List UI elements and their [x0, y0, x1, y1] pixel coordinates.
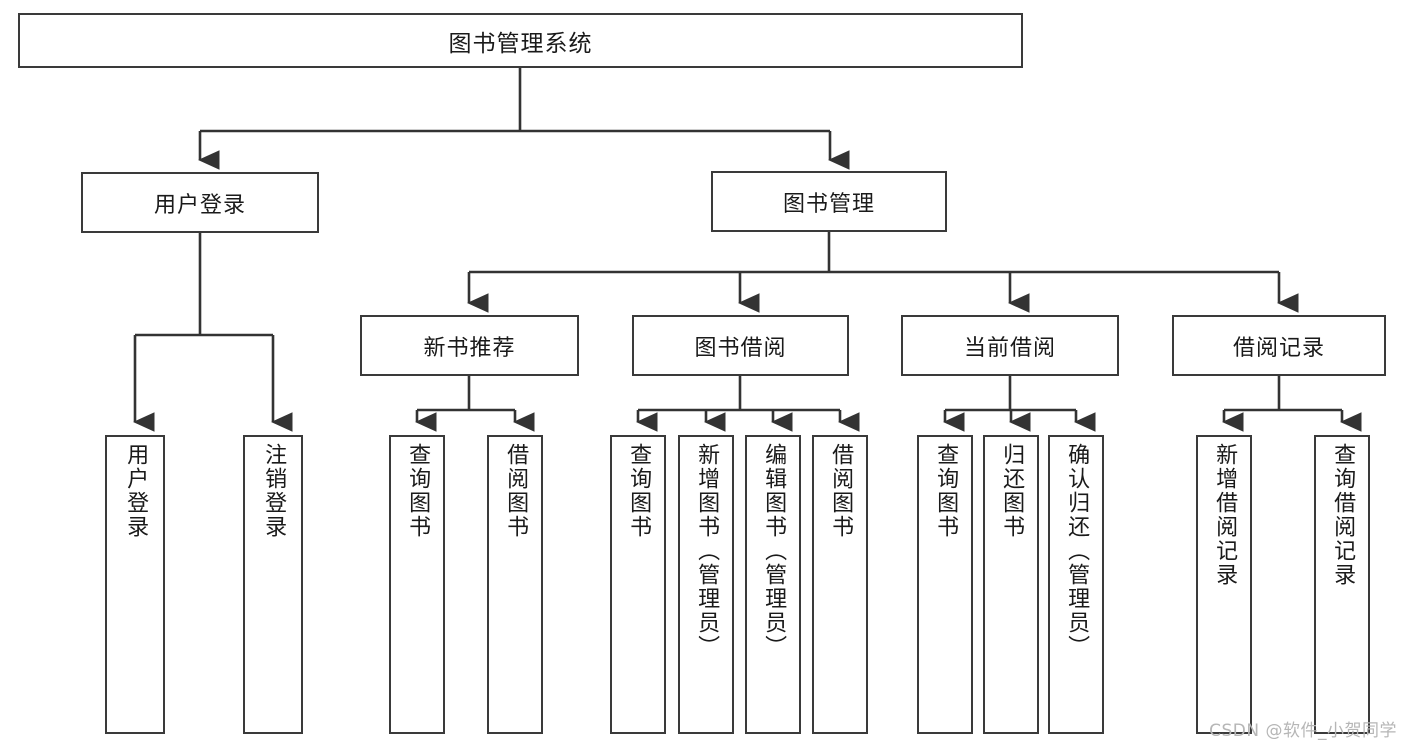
node-new-book-recommend[interactable]: 新书推荐: [360, 315, 579, 376]
leaf-add-borrow-record[interactable]: 新增借阅记录: [1196, 435, 1252, 734]
node-label: 用户登录: [123, 443, 149, 539]
node-root-system[interactable]: 图书管理系统: [18, 13, 1023, 68]
node-label: 注销登录: [261, 443, 287, 539]
node-borrow-record[interactable]: 借阅记录: [1172, 315, 1386, 376]
node-label: 新增借阅记录: [1212, 443, 1238, 587]
watermark-text: CSDN @软件_小贺同学: [1209, 721, 1397, 741]
leaf-user-login[interactable]: 用户登录: [105, 435, 165, 734]
leaf-edit-book-admin[interactable]: 编辑图书（管理员）: [745, 435, 801, 734]
node-label: 借阅记录: [1232, 335, 1325, 361]
leaf-query-book-current[interactable]: 查询图书: [917, 435, 973, 734]
node-current-borrow[interactable]: 当前借阅: [901, 315, 1119, 376]
node-label: 借阅图书: [503, 443, 529, 539]
node-label: 查询图书: [626, 443, 652, 539]
leaf-add-book-admin[interactable]: 新增图书（管理员）: [678, 435, 734, 734]
node-label: 用户登录: [153, 192, 246, 218]
node-label: 编辑图书（管理员）: [761, 443, 787, 659]
node-label: 图书借阅: [694, 335, 787, 361]
node-label: 查询借阅记录: [1330, 443, 1356, 587]
node-book-management[interactable]: 图书管理: [711, 171, 947, 232]
node-label: 归还图书: [999, 443, 1025, 539]
leaf-query-book-recommend[interactable]: 查询图书: [389, 435, 445, 734]
node-book-borrow[interactable]: 图书借阅: [632, 315, 849, 376]
node-user-login[interactable]: 用户登录: [81, 172, 319, 233]
leaf-return-book[interactable]: 归还图书: [983, 435, 1039, 734]
node-label: 图书管理: [782, 191, 875, 217]
node-label: 新书推荐: [423, 335, 516, 361]
leaf-query-borrow-record[interactable]: 查询借阅记录: [1314, 435, 1370, 734]
leaf-query-book-borrow[interactable]: 查询图书: [610, 435, 666, 734]
leaf-borrow-book-recommend[interactable]: 借阅图书: [487, 435, 543, 734]
node-label: 借阅图书: [828, 443, 854, 539]
leaf-user-logout[interactable]: 注销登录: [243, 435, 303, 734]
leaf-confirm-return-admin[interactable]: 确认归还（管理员）: [1048, 435, 1104, 734]
node-label: 查询图书: [933, 443, 959, 539]
node-label: 当前借阅: [963, 335, 1056, 361]
node-label: 新增图书（管理员）: [694, 443, 720, 659]
node-label: 确认归还（管理员）: [1064, 443, 1090, 659]
node-label: 图书管理系统: [448, 30, 593, 57]
node-label: 查询图书: [405, 443, 431, 539]
leaf-borrow-book[interactable]: 借阅图书: [812, 435, 868, 734]
